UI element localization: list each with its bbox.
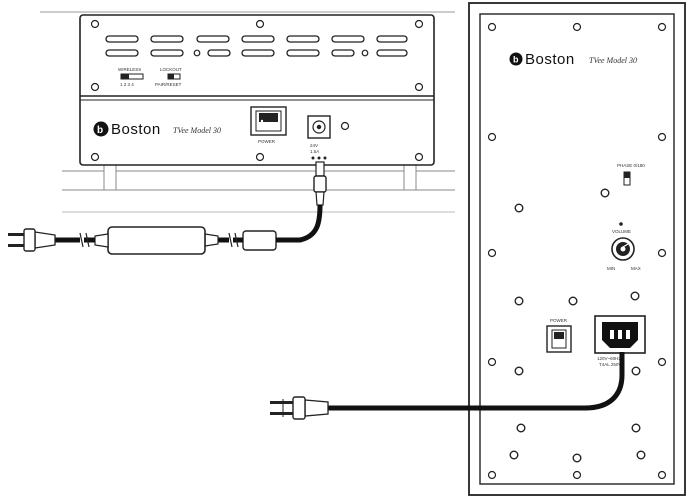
subwoofer-power-label: POWER: [550, 318, 568, 323]
ac-power-inlet[interactable]: 120V~60Hz T4AL 250V: [594, 315, 646, 367]
ac-inlet-label-1: 120V~60Hz: [597, 356, 621, 361]
boston-logo-front: b Boston TVee Model 30: [93, 121, 221, 138]
lockout-switch-sublabel: PAIR/RESET: [155, 82, 182, 87]
boston-logo-back: b Boston TVee Model 30: [509, 51, 637, 68]
phase-switch-label: PHASE 0/180: [617, 163, 645, 168]
wireless-switch-sublabel: 1 2 3 4: [120, 82, 134, 87]
lockout-switch[interactable]: LOCKOUT PAIR/RESET: [155, 67, 182, 87]
lockout-switch-label: LOCKOUT: [160, 67, 182, 72]
power-adapter-brick: [107, 226, 206, 255]
ac-inlet-label-2: T4AL 250V: [599, 362, 621, 367]
volume-min-label: MIN: [607, 266, 615, 271]
brand-name: Boston: [111, 121, 161, 138]
model-name-front: TVee Model 30: [173, 126, 221, 135]
dc-power-jack[interactable]: 24V 1.5A: [307, 115, 331, 160]
brand-name-back: Boston: [525, 51, 575, 68]
subwoofer-panel: b Boston TVee Model 30 PHASE 0/180 VOLUM…: [468, 2, 686, 496]
dc-adapter-cable: [8, 161, 327, 255]
volume-max-label: MAX: [631, 266, 641, 271]
soundbar-power-switch[interactable]: POWER: [250, 106, 287, 144]
volume-knob[interactable]: VOLUME MIN MAX: [607, 222, 641, 271]
screw-icon: [90, 19, 424, 162]
soundbar-unit: WIRELESS 1 2 3 4 LOCKOUT PAIR/RESET b Bo…: [40, 11, 455, 213]
logo-mark-icon: b: [97, 125, 103, 136]
wireless-switch-label: WIRELESS: [118, 67, 141, 72]
wireless-switch[interactable]: WIRELESS 1 2 3 4: [118, 67, 144, 87]
dc-jack-label-2: 1.5A: [310, 149, 319, 154]
dc-jack-label-1: 24V: [310, 143, 318, 148]
model-name-back: TVee Model 30: [589, 56, 637, 65]
bolt-icon: [509, 188, 646, 463]
polarity-icon: [311, 156, 327, 160]
vent-slots: [105, 35, 408, 57]
ac-plug-icon: [8, 228, 56, 252]
logo-mark-icon: b: [513, 55, 519, 65]
volume-label: VOLUME: [612, 229, 631, 234]
phase-switch[interactable]: PHASE 0/180: [617, 163, 645, 186]
ac-power-cord: [270, 352, 625, 420]
soundbar-power-label: POWER: [258, 139, 276, 144]
screw-icon: [487, 22, 667, 480]
subwoofer-power-switch[interactable]: POWER: [546, 318, 572, 353]
